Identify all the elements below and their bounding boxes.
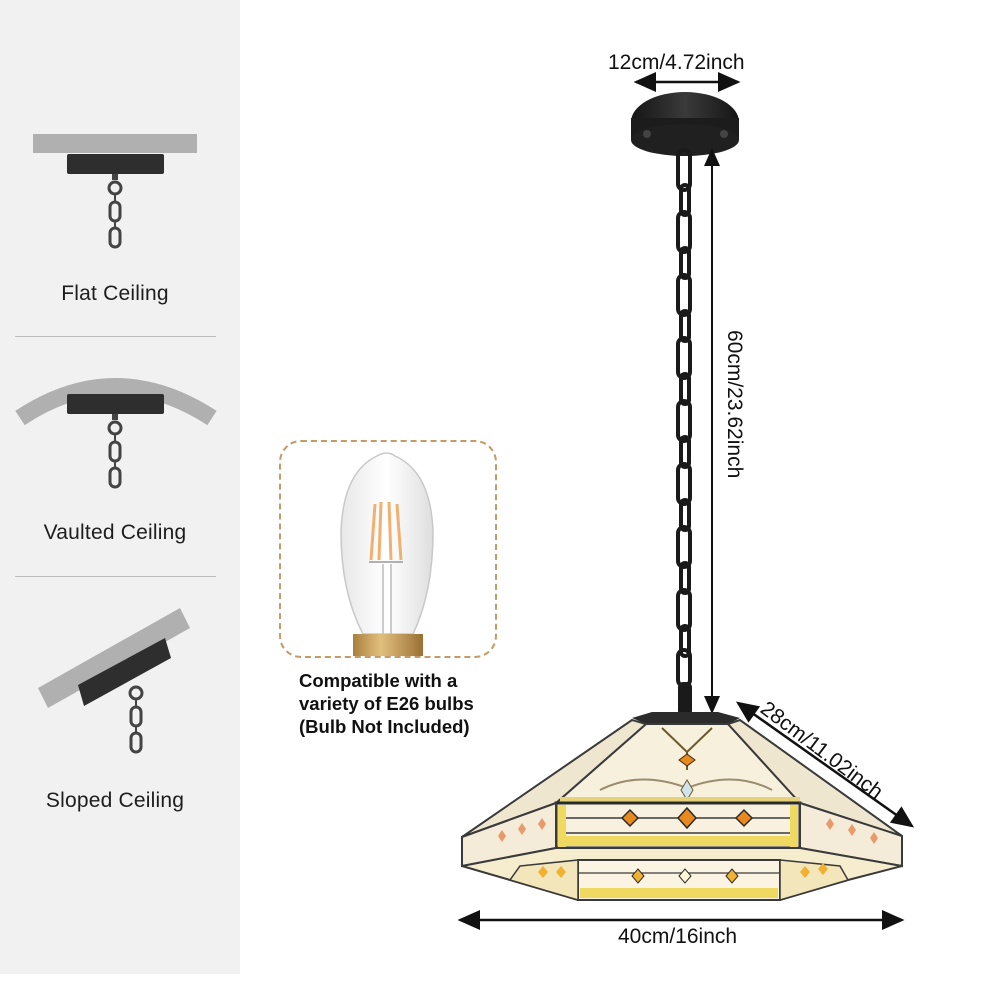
- chain-height-label: 60cm/23.62inch: [723, 330, 746, 479]
- mount-option-flat: Flat Ceiling: [0, 120, 240, 320]
- bulb-compatibility-caption: Compatible with a variety of E26 bulbs (…: [299, 669, 519, 738]
- hanging-chain: [676, 148, 692, 716]
- edison-bulb-icon: [340, 452, 434, 656]
- mount-label-sloped: Sloped Ceiling: [45, 789, 185, 812]
- canopy-width-label: 12cm/4.72inch: [608, 51, 745, 74]
- caption-line: Compatible with a: [299, 670, 458, 691]
- mount-label-vaulted: Vaulted Ceiling: [43, 521, 187, 544]
- flat-ceiling-icon: [33, 134, 197, 249]
- tiffany-glass-shade: [461, 712, 903, 902]
- shade-slant-arrow: [735, 701, 915, 828]
- mount-option-sloped: Sloped Ceiling: [0, 600, 240, 820]
- shade-width-label: 40cm/16inch: [618, 925, 738, 948]
- mounting-options-panel: Flat Ceiling Vaulted Ceiling Sloped Ceil…: [0, 0, 240, 974]
- divider: [15, 576, 216, 577]
- caption-line: (Bulb Not Included): [299, 716, 470, 737]
- ceiling-canopy: [631, 92, 739, 156]
- mount-option-vaulted: Vaulted Ceiling: [0, 360, 240, 560]
- mount-label-flat: Flat Ceiling: [61, 282, 169, 305]
- divider: [15, 336, 216, 337]
- caption-line: variety of E26 bulbs: [299, 693, 474, 714]
- vaulted-ceiling-icon: [15, 378, 217, 489]
- sloped-ceiling-icon: [38, 608, 190, 754]
- bulb-illustration: [279, 440, 497, 658]
